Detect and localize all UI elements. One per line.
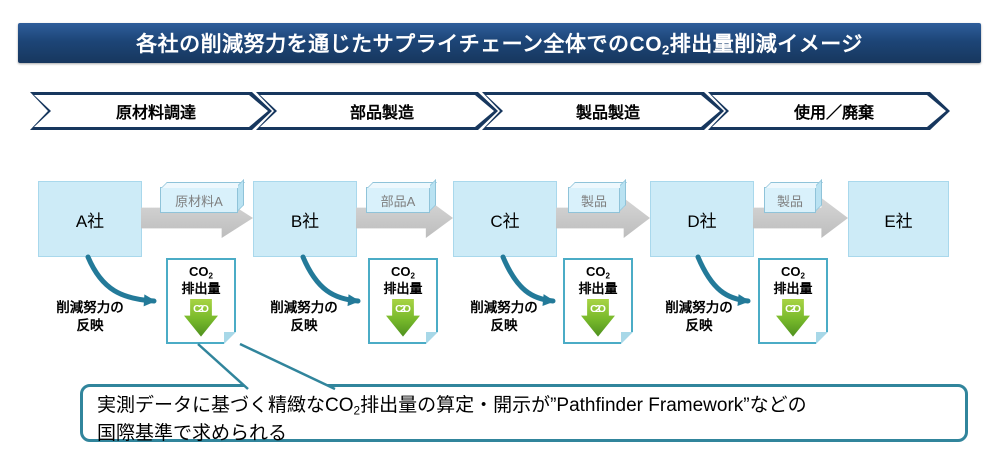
stage-chevron-products: 製品製造 xyxy=(482,92,724,130)
company-box-c: C社 xyxy=(453,181,557,257)
company-box-e: E社 xyxy=(848,181,949,257)
effort-label: 削減努力の反映 xyxy=(470,300,538,334)
product-label: 原材料A xyxy=(175,193,223,209)
company-label: C社 xyxy=(490,211,520,231)
company-box-d: D社 xyxy=(650,181,754,257)
stage-chevron-materials: 原材料調達 xyxy=(30,92,272,130)
effort-label: 削減努力の反映 xyxy=(56,300,124,334)
page-fold-icon xyxy=(816,332,828,344)
callout-note: 実測データに基づく精緻なCO2排出量の算定・開示が”Pathfinder Fra… xyxy=(80,384,968,444)
effort-label: 削減努力の反映 xyxy=(665,300,733,334)
company-label: E社 xyxy=(884,211,913,231)
stage-label: 原材料調達 xyxy=(115,105,196,122)
product-label-box: 製品 xyxy=(568,187,620,213)
page-fold-icon xyxy=(426,332,438,344)
stage-label: 使用／廃棄 xyxy=(793,105,874,122)
product-label-box: 製品 xyxy=(764,187,816,213)
company-label: A社 xyxy=(75,211,105,231)
callout-line2: 国際基準で求められる xyxy=(97,422,288,444)
effort-label: 削減努力の反映 xyxy=(270,300,338,334)
stage-chevron-use-disposal: 使用／廃棄 xyxy=(708,92,950,130)
product-label-box: 部品A xyxy=(366,187,430,213)
page-fold-icon xyxy=(621,332,633,344)
product-label: 部品A xyxy=(380,193,416,209)
stage-label: 部品製造 xyxy=(349,105,414,122)
product-label-box: 原材料A xyxy=(160,187,238,213)
callout-pointer xyxy=(197,342,336,391)
page-title: 各社の削減努力を通じたサプライチェーン全体でのCO2排出量削減イメージ xyxy=(136,33,863,58)
company-label: D社 xyxy=(687,211,717,231)
process-stage-row: 原材料調達 部品製造 製品製造 使用／廃棄 xyxy=(30,92,950,130)
title-banner: 各社の削減努力を通じたサプライチェーン全体でのCO2排出量削減イメージ xyxy=(18,23,981,63)
product-label: 製品 xyxy=(580,193,607,209)
callout-line1: 実測データに基づく精緻なCO2排出量の算定・開示が”Pathfinder Fra… xyxy=(97,395,807,418)
stage-label: 製品製造 xyxy=(575,105,640,122)
page-fold-icon xyxy=(224,332,236,344)
company-box-b: B社 xyxy=(253,181,357,257)
product-label: 製品 xyxy=(776,193,803,209)
stage-chevron-parts: 部品製造 xyxy=(256,92,498,130)
company-label: B社 xyxy=(290,211,320,231)
company-box-a: A社 xyxy=(38,181,142,257)
